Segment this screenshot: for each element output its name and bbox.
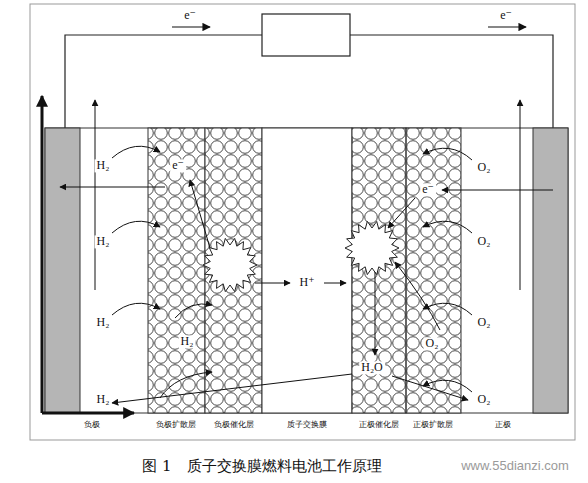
proton-arrow — [324, 283, 346, 284]
species-label: H₂ — [95, 235, 112, 248]
species-label: H₂ — [95, 316, 112, 329]
anode-diffusion-layer — [148, 128, 205, 413]
anode-plate — [45, 128, 80, 413]
species-label: e⁻ — [500, 9, 512, 22]
diffusion-arrows — [60, 146, 553, 403]
reaction-site — [203, 238, 257, 291]
watermark: www.55dianzi.com — [461, 459, 569, 473]
flow-arrow — [95, 100, 96, 290]
figure-caption: 图 1 质子交换膜燃料电池工作原理 — [142, 457, 381, 476]
species-label: O₂ — [476, 161, 493, 174]
diffusion-arrow — [112, 221, 160, 233]
layer-label: 正极 — [495, 421, 511, 430]
electron-arrow — [60, 187, 165, 188]
species-label: H₂ — [95, 159, 112, 172]
layer-label: 正极扩散层 — [413, 421, 453, 430]
diffusion-arrow — [395, 262, 440, 330]
diffusion-arrow — [175, 304, 212, 318]
proton-arrow — [255, 283, 290, 284]
diffusion-arrow — [112, 146, 160, 158]
diffusion-arrow — [112, 303, 160, 315]
species-label: e⁻ — [184, 9, 196, 22]
layer-label: 负极 — [84, 421, 100, 430]
wire — [350, 35, 553, 128]
electron-arrow — [190, 180, 210, 248]
species-label: H₂ — [95, 393, 112, 406]
species-label: O₂ — [476, 316, 493, 329]
electron-arrow — [388, 198, 415, 228]
species-label: H₂ — [179, 335, 196, 348]
layer-label: 负极催化层 — [214, 421, 254, 430]
species-label: O₂ — [476, 393, 493, 406]
cathode-diffusion-layer — [406, 128, 461, 413]
water-arrow — [375, 272, 376, 355]
frame — [30, 4, 575, 440]
layer-label: 负极扩散层 — [156, 421, 196, 430]
load-box — [262, 14, 350, 56]
electron-arrow — [442, 190, 553, 191]
water-arrow — [392, 376, 468, 400]
electron-arrow — [488, 26, 526, 27]
diffusion-arrow — [423, 148, 472, 160]
species-label: O₂ — [476, 235, 493, 248]
flow-arrow — [520, 100, 521, 290]
layer-label: 正极催化层 — [359, 421, 399, 430]
cathode-plate — [533, 128, 568, 413]
axis-arrow — [41, 96, 44, 413]
species-label: H⁺ — [298, 276, 317, 289]
layer-label: 质子交换膜 — [287, 421, 327, 430]
species-label: O₂ — [424, 337, 441, 350]
species-label: e⁻ — [170, 159, 186, 172]
axis-arrow — [42, 412, 134, 415]
diffusion-arrow — [423, 221, 472, 233]
cell-body — [45, 128, 568, 413]
reaction-site — [345, 221, 399, 274]
membrane — [262, 128, 352, 413]
species-label: H₂O — [359, 361, 385, 374]
electron-arrow — [172, 26, 210, 27]
water-arrow — [112, 374, 352, 403]
diffusion-arrow — [423, 380, 472, 392]
species-label: e⁻ — [420, 183, 436, 196]
